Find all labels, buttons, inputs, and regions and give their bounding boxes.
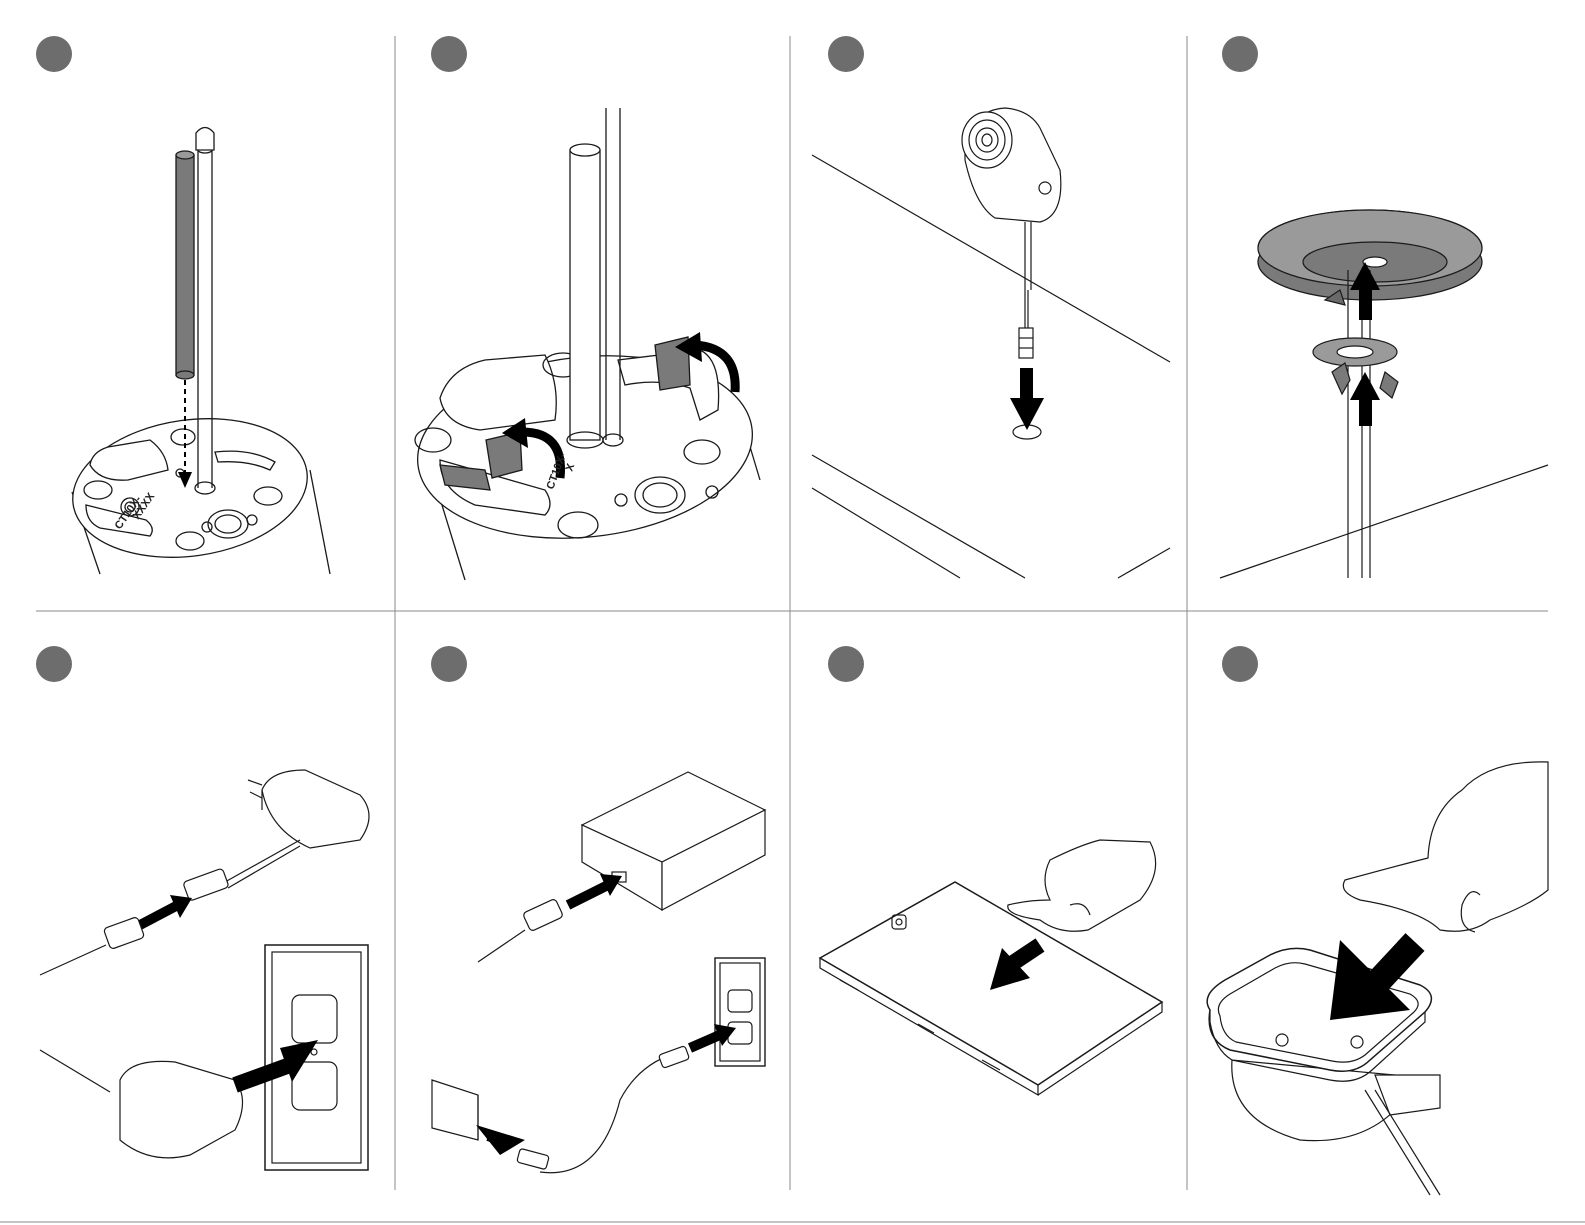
wing-nut [1332, 363, 1350, 394]
step-badge-5 [36, 646, 72, 682]
down-arrow [1020, 368, 1033, 400]
step-4-illustration [1220, 210, 1548, 578]
step-7-illustration [820, 840, 1162, 1095]
step-6-illustration [432, 772, 765, 1173]
step-badge-1 [36, 36, 72, 72]
step-badge-6 [431, 646, 467, 682]
step-1-illustration: CT10X- XXXX [64, 128, 330, 575]
step-badge-4 [1222, 36, 1258, 72]
power-adapter [262, 770, 369, 848]
hand [1008, 840, 1156, 931]
step-badge-3 [828, 36, 864, 72]
gray-rod [176, 155, 194, 375]
step-8-illustration [1207, 762, 1548, 1195]
hand [1343, 762, 1548, 931]
step-3-illustration [812, 108, 1170, 578]
step-5-illustration [40, 770, 369, 1170]
step-badge-8 [1222, 646, 1258, 682]
place-arrow [1375, 942, 1415, 985]
step-badge-2 [431, 36, 467, 72]
wall-outlet-plate [265, 945, 368, 1170]
base-top-surface [64, 404, 317, 572]
step-2-illustration: CT10X- X [409, 108, 762, 580]
step-badge-7 [828, 646, 864, 682]
